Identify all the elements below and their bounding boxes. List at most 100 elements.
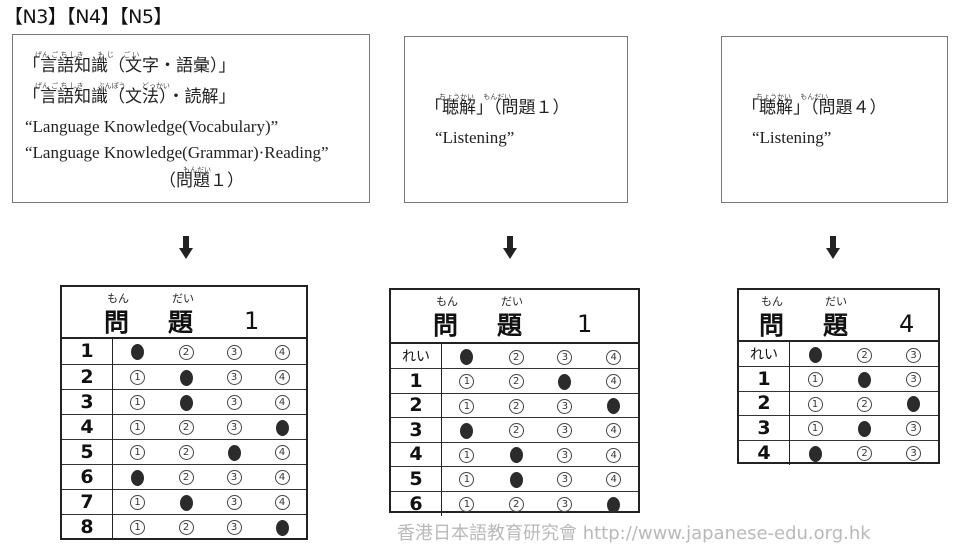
- answer-bubble[interactable]: 3: [226, 370, 242, 385]
- jlpt-levels-heading: 【N3】【N4】【N5】: [4, 6, 172, 28]
- choice-cell: 3: [540, 441, 590, 467]
- filled-bubble[interactable]: 4: [607, 398, 621, 415]
- filled-bubble[interactable]: 1: [131, 344, 145, 361]
- choice-cell: 3: [540, 466, 590, 491]
- answer-bubble[interactable]: 4: [606, 423, 622, 439]
- answer-bubble[interactable]: 2: [178, 470, 194, 485]
- answer-bubble[interactable]: 2: [178, 445, 194, 460]
- filled-bubble[interactable]: 2: [179, 494, 193, 511]
- answer-bubble[interactable]: 3: [226, 470, 242, 485]
- filled-bubble[interactable]: 1: [460, 349, 474, 365]
- question-number: 6: [391, 490, 442, 516]
- answer-bubble[interactable]: 3: [906, 372, 922, 388]
- choice-cell: 1: [442, 344, 492, 369]
- answer-bubble[interactable]: 2: [508, 497, 524, 512]
- answer-bubble[interactable]: 1: [130, 420, 146, 435]
- answer-bubble[interactable]: 4: [274, 344, 290, 360]
- filled-bubble[interactable]: 2: [179, 394, 193, 411]
- choice-cell: 4: [589, 344, 638, 369]
- answer-bubble[interactable]: 2: [857, 446, 873, 461]
- filled-bubble[interactable]: 3: [558, 373, 572, 390]
- furigana-dai: だい: [825, 295, 847, 308]
- filled-bubble[interactable]: 2: [509, 447, 523, 464]
- choice-cell: 2: [162, 513, 211, 539]
- choice-cell: 1: [441, 417, 492, 442]
- section-title-grammar-reading: 「言語知識（文法）・読解」: [23, 87, 236, 107]
- choice-cell: 1: [441, 368, 492, 393]
- answer-bubble[interactable]: 3: [226, 344, 242, 360]
- answer-bubble[interactable]: 2: [857, 396, 873, 412]
- filled-bubble[interactable]: 1: [808, 445, 822, 462]
- answer-bubble[interactable]: 4: [606, 472, 622, 488]
- answer-bubble[interactable]: 3: [226, 495, 242, 510]
- choice-cell: 1: [790, 342, 841, 367]
- choice-cell: 3: [889, 366, 938, 391]
- filled-bubble[interactable]: 1: [131, 469, 145, 486]
- problem-number: 4: [899, 310, 915, 338]
- answer-bubble[interactable]: 3: [226, 420, 242, 435]
- answer-sheet-listening-4: もん問だい題4れい1231123212331234123: [737, 288, 940, 465]
- answer-bubble[interactable]: 1: [459, 497, 475, 512]
- answer-bubble[interactable]: 3: [557, 472, 573, 488]
- answer-bubble[interactable]: 4: [274, 395, 290, 410]
- answer-bubble[interactable]: 3: [906, 347, 922, 363]
- answer-bubble[interactable]: 1: [130, 520, 146, 536]
- filled-bubble[interactable]: 3: [907, 396, 921, 413]
- answer-bubble[interactable]: 2: [508, 374, 524, 390]
- answer-bubble[interactable]: 1: [807, 421, 823, 437]
- answer-bubble[interactable]: 4: [606, 447, 622, 463]
- filled-bubble[interactable]: 4: [275, 419, 289, 436]
- filled-bubble[interactable]: 1: [460, 422, 474, 439]
- answer-bubble[interactable]: 3: [557, 349, 573, 365]
- filled-bubble[interactable]: 2: [509, 471, 523, 488]
- answer-bubble[interactable]: 3: [557, 447, 573, 463]
- answer-bubble[interactable]: 4: [274, 470, 290, 485]
- choice-cell: 3: [889, 439, 938, 465]
- answer-bubble[interactable]: 3: [906, 446, 922, 461]
- answer-bubble[interactable]: 2: [178, 420, 194, 435]
- choice-cell: 3: [210, 339, 258, 364]
- filled-bubble[interactable]: 2: [179, 369, 193, 386]
- answer-bubble[interactable]: 1: [807, 372, 823, 388]
- answer-bubble[interactable]: 3: [557, 398, 573, 414]
- filled-bubble[interactable]: 4: [275, 519, 289, 536]
- answer-bubble[interactable]: 3: [226, 520, 242, 536]
- answer-bubble[interactable]: 2: [508, 423, 524, 439]
- answer-bubble[interactable]: 4: [274, 445, 290, 460]
- answer-bubble[interactable]: 4: [274, 495, 290, 510]
- filled-bubble[interactable]: 2: [858, 371, 872, 388]
- english-title-listening: “Listening”: [752, 128, 832, 147]
- answer-bubble[interactable]: 2: [178, 344, 194, 360]
- filled-bubble[interactable]: 1: [808, 347, 822, 363]
- answer-bubble[interactable]: 3: [906, 421, 922, 437]
- answer-bubble[interactable]: 1: [130, 395, 146, 410]
- answer-bubble[interactable]: 4: [274, 370, 290, 385]
- answer-bubble[interactable]: 3: [557, 423, 573, 439]
- answer-row: 61234: [62, 463, 306, 489]
- answer-bubble[interactable]: 4: [606, 374, 622, 390]
- problem-label: （問題１）: [159, 171, 244, 191]
- filled-bubble[interactable]: 3: [227, 444, 241, 461]
- filled-bubble[interactable]: 4: [607, 496, 621, 513]
- choice-cell: 4: [589, 441, 638, 467]
- answer-bubble[interactable]: 1: [130, 495, 146, 510]
- answer-bubble[interactable]: 1: [130, 445, 146, 460]
- answer-bubble[interactable]: 2: [178, 520, 194, 536]
- answer-bubble[interactable]: 2: [508, 349, 524, 365]
- answer-bubble[interactable]: 1: [459, 374, 475, 390]
- answer-bubble[interactable]: 1: [459, 472, 475, 488]
- answer-bubble[interactable]: 1: [459, 398, 475, 414]
- answer-bubble[interactable]: 4: [606, 349, 622, 365]
- answer-row: れい123: [739, 342, 938, 367]
- choice-cell: 3: [540, 392, 590, 418]
- answer-bubble[interactable]: 2: [857, 347, 873, 363]
- answer-bubble[interactable]: 1: [459, 447, 475, 463]
- answer-bubble[interactable]: 3: [557, 497, 573, 512]
- choice-cell: 3: [210, 413, 258, 439]
- section-title-vocabulary: 「言語知識（文字・語彙）」: [23, 56, 236, 76]
- answer-bubble[interactable]: 3: [226, 395, 242, 410]
- answer-bubble[interactable]: 1: [130, 370, 146, 385]
- filled-bubble[interactable]: 2: [858, 420, 872, 437]
- answer-bubble[interactable]: 2: [508, 398, 524, 414]
- answer-bubble[interactable]: 1: [807, 396, 823, 412]
